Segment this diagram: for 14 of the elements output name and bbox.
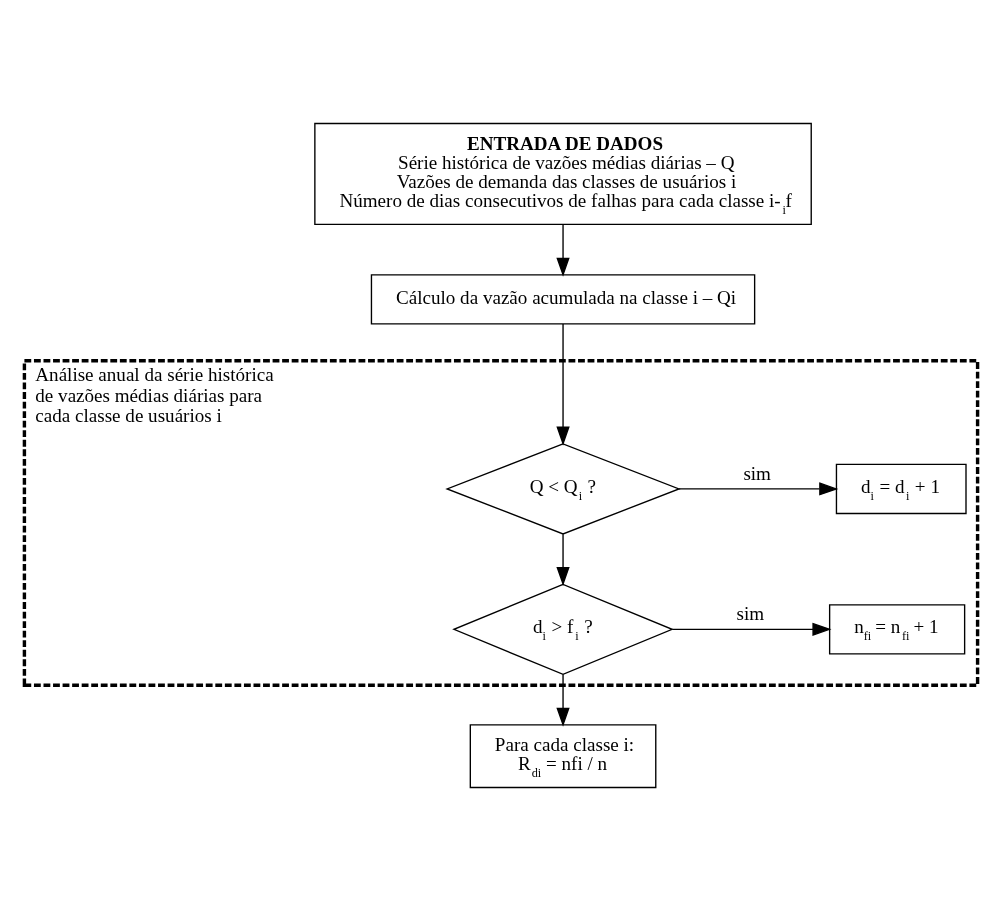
- arrow: [556, 673, 570, 727]
- edge-label: sim: [743, 462, 771, 484]
- arrow: [556, 322, 570, 446]
- arrow: [556, 223, 570, 277]
- arrow: [556, 533, 570, 586]
- node-diamond: d$_{i}$ > f$_{i}$ ?: [452, 583, 674, 675]
- node-box: d$_{i}$ = d$_{i}$ + 1: [835, 463, 967, 514]
- arrow: [671, 622, 832, 636]
- node-box: n$_{fi}$ = n$_{fi}$ + 1: [828, 603, 966, 655]
- edge-label: sim: [736, 602, 765, 624]
- node-diamond: Q < Q$_{i}$ ?: [445, 442, 681, 535]
- arrow: [678, 481, 839, 496]
- node-box: Para cada classe i: R$_{di}$ = nfi / n: [469, 723, 657, 788]
- node-box: Cálculo da vazão acumulada na classe i – Qi: [370, 273, 756, 325]
